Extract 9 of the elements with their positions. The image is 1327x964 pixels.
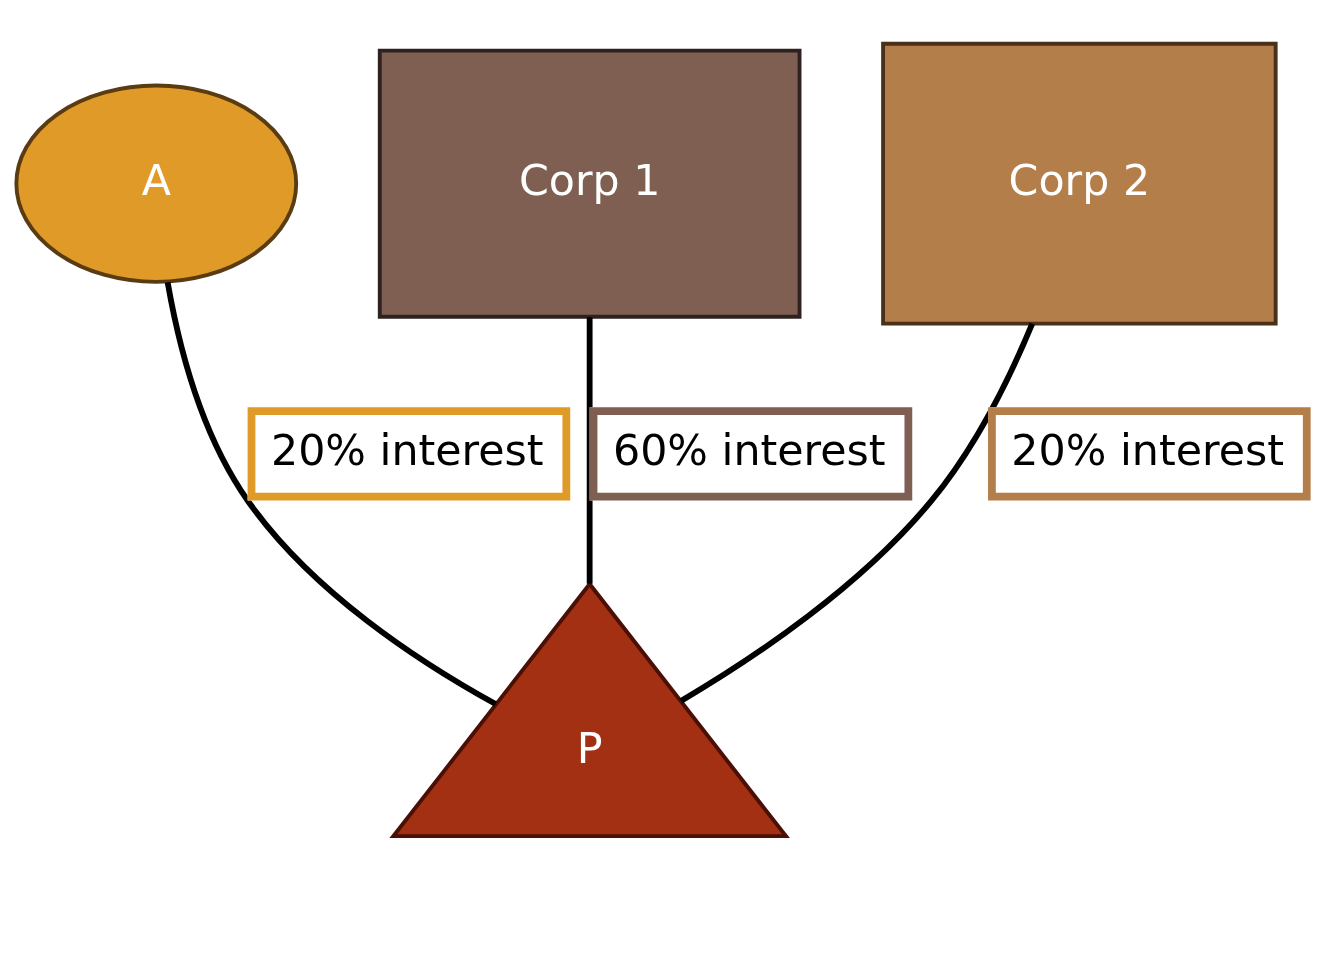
edge-label: 20% interest [270,424,544,475]
connector [679,322,1035,704]
connector [164,281,498,707]
node-ellipse: A [14,83,299,284]
node-box: Corp 2 [881,41,1278,326]
edge-label: 60% interest [612,424,886,475]
connector [586,317,593,584]
node-box: Corp 1 [377,48,802,319]
edge-label: 20% interest [1011,424,1284,475]
